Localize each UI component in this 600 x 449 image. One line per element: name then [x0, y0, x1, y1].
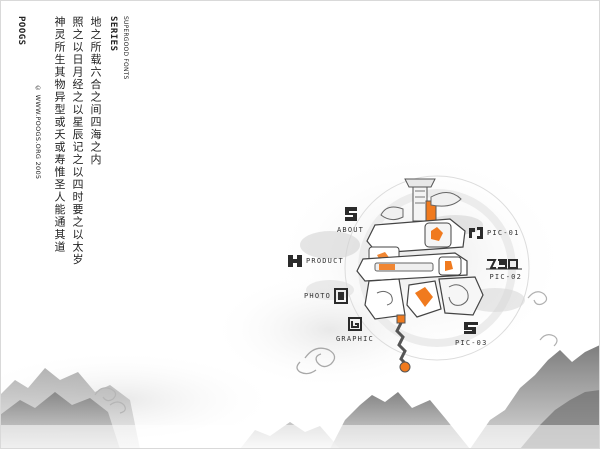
- nav-about-label: ABOUT: [337, 226, 365, 234]
- nav-product-label: PRODUCT: [306, 257, 344, 265]
- product-icon: [288, 255, 302, 267]
- mechanical-sculpture: [356, 178, 484, 373]
- about-icon: [344, 207, 357, 221]
- nav-pic-03-label: PIC-03: [455, 339, 488, 347]
- nav-photo-label: PHOTO: [304, 292, 332, 300]
- cloud-swirl-left: [296, 347, 336, 375]
- body-plates: [356, 218, 484, 320]
- nav-product[interactable]: PRODUCT: [287, 254, 344, 268]
- totem-top: [380, 178, 462, 226]
- pic-01-icon: [469, 227, 483, 239]
- nav-graphic-label: GRAPHIC: [336, 335, 374, 343]
- series-subtitle: SUPERGOOD FONTS: [122, 16, 129, 80]
- series-logo: SERIES: [108, 16, 118, 52]
- poem-line-1: 地之所载六合之间四海之内: [89, 16, 102, 166]
- nav-photo[interactable]: PHOTO: [304, 288, 349, 304]
- pic-02-icon: [486, 259, 522, 270]
- hanging-chain: [395, 314, 411, 373]
- poem-line-3: 神灵所生其物异型或夭或寿惟圣人能通其道: [53, 16, 66, 254]
- cloud-swirl-right: [527, 291, 558, 347]
- copyright-text: © WWW.POOGS.ORG 2005: [34, 84, 42, 180]
- nav-graphic[interactable]: GRAPHIC: [336, 316, 374, 343]
- nav-pic-03[interactable]: PIC-03: [455, 320, 488, 347]
- graphic-icon: [347, 317, 362, 331]
- nav-pic-01-label: PIC-01: [487, 229, 520, 237]
- nav-pic-01[interactable]: PIC-01: [468, 226, 520, 240]
- studio-name: POOGS: [16, 16, 26, 46]
- cloud-swirl-lower: [94, 387, 126, 414]
- nav-pic-02-label: PIC-02: [489, 273, 522, 281]
- poem-line-2: 照之以日月经之以星辰记之以四时要之以太岁: [71, 16, 84, 266]
- nav-about[interactable]: ABOUT: [337, 205, 364, 234]
- nav-pic-02[interactable]: PIC-02: [486, 258, 522, 281]
- pic-03-icon: [464, 322, 479, 334]
- photo-icon: [334, 288, 349, 304]
